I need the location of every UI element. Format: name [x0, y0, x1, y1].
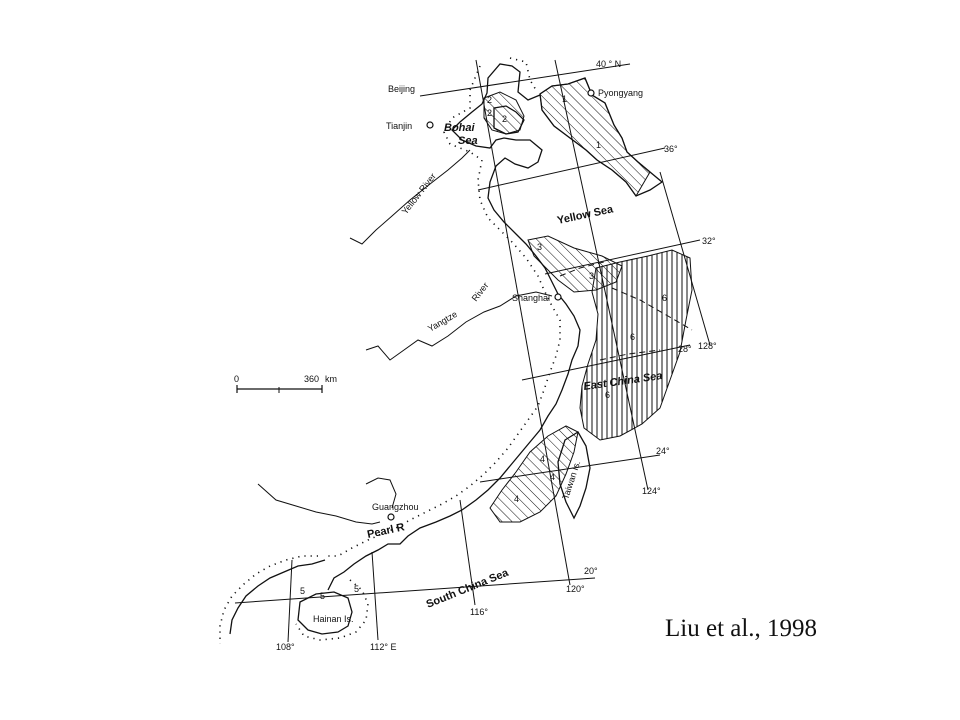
scale-bar-end: 360	[304, 374, 319, 384]
zone-label: 2	[487, 108, 492, 118]
sea-label-bohai-sea: Sea	[458, 135, 478, 147]
city-label-tianjin: Tianjin	[386, 121, 412, 131]
yellow-river-line	[349, 149, 471, 245]
latitude-label-24: 24°	[656, 446, 670, 456]
longitude-label-112: 112° E	[370, 642, 396, 652]
zone-label: 4	[540, 454, 545, 464]
zone-label: 3	[589, 271, 594, 281]
island-label-hainan: Hainan Is.	[313, 614, 354, 624]
longitude-label-128: 128°	[698, 341, 717, 351]
latitude-label-40: 40 ° N	[596, 59, 621, 69]
zone-label: 2	[502, 114, 507, 124]
zone-label: 2	[487, 95, 492, 105]
zone-label: 1	[562, 94, 567, 104]
latitude-line-36	[477, 147, 666, 191]
zone-label: 6	[630, 332, 635, 342]
zone-label: 6	[662, 293, 667, 303]
city-label-beijing: Beijing	[388, 84, 415, 94]
latitude-label-36: 36°	[664, 144, 678, 154]
river-label-yangtze-river: River	[470, 281, 491, 304]
latitude-label-32: 32°	[702, 236, 716, 246]
latitude-line-20	[234, 577, 596, 604]
rivers	[257, 149, 553, 525]
zone-2-area	[483, 91, 525, 135]
latitude-label-28: 28°	[678, 344, 692, 354]
zone-6-area	[579, 249, 693, 441]
citation: Liu et al., 1998	[665, 615, 818, 642]
hatched-zones	[483, 77, 693, 523]
pearl-river-line	[257, 483, 381, 525]
bohai-liaodong-coast	[327, 63, 581, 591]
zone-4-area	[489, 425, 579, 523]
zone-label: 3	[537, 242, 542, 252]
pearl-river-branch	[365, 477, 397, 509]
zone-label: 1	[596, 140, 601, 150]
river-label-yellow: Yellow River	[400, 171, 438, 216]
latitude-line-24	[479, 454, 661, 483]
zone-label: 5	[354, 584, 359, 594]
latitude-line-40	[419, 63, 631, 97]
coastal-dots	[219, 57, 561, 644]
river-label-yangtze: Yangtze	[426, 309, 459, 334]
scale-bar: 0 360 km	[234, 374, 337, 393]
zone-label: 5	[320, 591, 325, 601]
yangtze-river-line	[365, 291, 553, 361]
latitude-label-20: 20°	[584, 566, 598, 576]
city-label-pyongyang: Pyongyang	[598, 88, 643, 98]
longitude-line-112	[371, 551, 379, 641]
city-label-shanghai: Shanghai	[512, 293, 550, 303]
longitude-label-116: 116°	[470, 607, 488, 617]
scale-bar-start: 0	[234, 374, 239, 384]
tianjin-marker	[426, 121, 434, 129]
subzone-boundaries	[559, 261, 693, 361]
zone-label: 4	[514, 494, 519, 504]
city-label-guangzhou: Guangzhou	[372, 502, 419, 512]
zone-label: 5	[300, 586, 305, 596]
longitude-label-120: 120°	[566, 584, 585, 594]
scale-bar-unit: km	[325, 374, 337, 384]
zone-label: 6	[605, 390, 610, 400]
zone-label: 4	[550, 472, 555, 482]
pyongyang-marker	[587, 89, 595, 97]
south-coast	[229, 559, 326, 635]
city-markers	[387, 89, 595, 521]
sea-label-bohai: Bohai	[444, 122, 476, 134]
guangzhou-marker	[387, 513, 395, 521]
longitude-line-116	[459, 499, 476, 606]
hainan-island	[297, 591, 353, 635]
longitude-label-108: 108°	[276, 642, 295, 652]
zone-labels: 1 1 2 2 2 3 3 6 6 6 4 4 4 5 5 5	[300, 94, 667, 601]
shanghai-marker	[554, 293, 562, 301]
sea-label-yellow: Yellow Sea	[556, 203, 615, 227]
zone-1-area	[539, 77, 651, 197]
longitude-line-108	[287, 559, 293, 643]
longitude-label-124: 124°	[642, 486, 661, 496]
